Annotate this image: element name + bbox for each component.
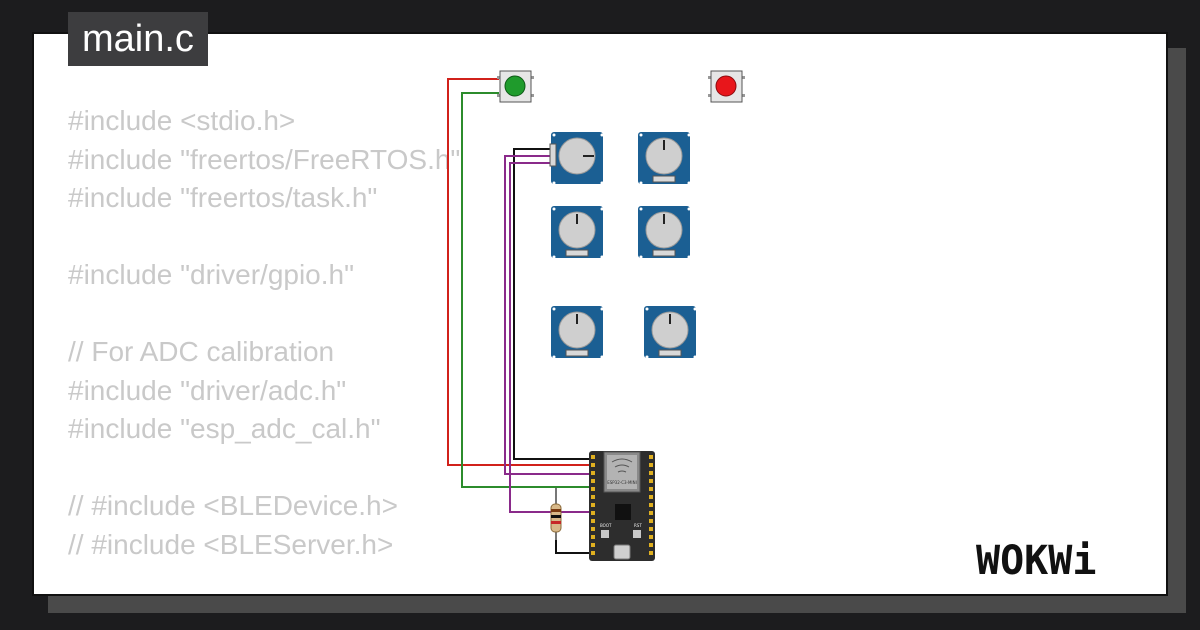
potentiometer[interactable] bbox=[638, 206, 691, 259]
code-line: #include "esp_adc_cal.h" bbox=[68, 413, 381, 444]
svg-text:BOOT: BOOT bbox=[600, 523, 612, 528]
code-line: // For ADC calibration bbox=[68, 336, 335, 367]
potentiometer[interactable] bbox=[549, 132, 604, 185]
svg-text:RST: RST bbox=[634, 523, 642, 528]
wire-purple-1 bbox=[504, 155, 592, 475]
wire-black-top bbox=[513, 148, 592, 460]
potentiometer[interactable] bbox=[551, 306, 604, 359]
code-line: #include <stdio.h> bbox=[68, 105, 296, 136]
code-line: // #include <BLEServer.h> bbox=[68, 528, 394, 560]
pushbutton-red[interactable] bbox=[708, 70, 745, 103]
svg-text:WOKWi: WOKWi bbox=[976, 538, 1096, 582]
wire-green bbox=[461, 92, 592, 488]
code-preview: #include <stdio.h> #include "freertos/Fre… bbox=[68, 102, 460, 564]
code-line: #include "freertos/task.h" bbox=[68, 182, 378, 213]
file-tab[interactable]: main.c bbox=[68, 12, 208, 66]
potentiometer[interactable] bbox=[638, 132, 691, 185]
code-line: #include "freertos/FreeRTOS.h" bbox=[68, 143, 461, 175]
code-line: #include "driver/gpio.h" bbox=[68, 259, 355, 290]
wire-red bbox=[447, 78, 592, 466]
potentiometer[interactable] bbox=[644, 306, 697, 359]
resistor[interactable] bbox=[550, 488, 562, 540]
svg-text:ESP32-C3-MINI: ESP32-C3-MINI bbox=[607, 480, 637, 485]
pushbutton-green[interactable] bbox=[497, 70, 534, 103]
wokwi-logo: WOKWi bbox=[976, 538, 1096, 582]
code-line: // #include <BLEDevice.h> bbox=[68, 490, 398, 521]
potentiometer[interactable] bbox=[551, 206, 604, 259]
code-line: #include "driver/adc.h" bbox=[68, 374, 347, 406]
esp32-board[interactable]: ESP32-C3-MINI BOOT RST bbox=[589, 451, 655, 561]
